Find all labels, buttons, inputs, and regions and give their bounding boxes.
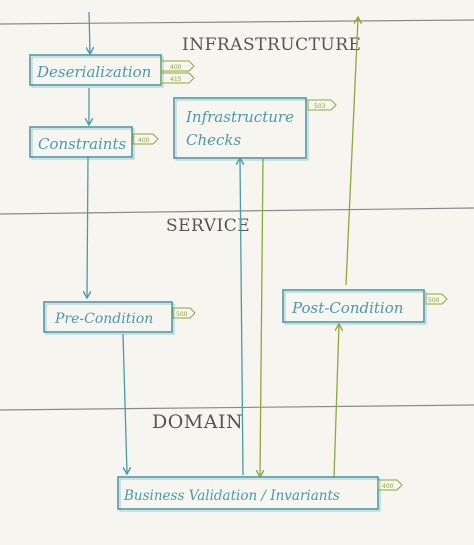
- box-business-validation: Business Validation / Invariants 400: [117, 476, 403, 512]
- arrow-business-to-postcondition: [333, 325, 339, 479]
- layer-line-middle: [0, 207, 474, 215]
- response-code-500: 500: [176, 311, 188, 318]
- box-business-validation-label: Business Validation / Invariants: [123, 488, 340, 504]
- box-infrastructure-checks-line2: Checks: [186, 131, 242, 149]
- box-pre-condition-label: Pre-Condition: [54, 311, 153, 327]
- response-code-503: 503: [314, 103, 326, 110]
- response-code-tag: 415: [160, 72, 195, 84]
- box-post-condition: Post-Condition 500: [282, 289, 448, 325]
- layer-line-top: [0, 19, 474, 25]
- box-post-condition-label: Post-Condition: [291, 299, 403, 317]
- box-pre-condition: Pre-Condition 500: [43, 301, 196, 335]
- arrow-business-to-infra-checks: [240, 159, 243, 476]
- layer-line-bottom: [0, 404, 474, 411]
- arrow-precondition-to-business: [122, 333, 127, 473]
- box-infrastructure-checks-line1: Infrastructure: [185, 108, 294, 126]
- response-code-tag: 500: [425, 293, 448, 305]
- box-infrastructure-checks: Infrastructure Checks 503: [173, 97, 337, 161]
- response-code-415: 415: [170, 76, 182, 83]
- box-deserialization: Deserialization 400 415: [29, 54, 195, 88]
- box-constraints: Constraints 400: [29, 126, 159, 160]
- response-code-400: 400: [138, 137, 150, 144]
- response-code-400: 400: [170, 64, 182, 71]
- layer-label-infrastructure: INFRASTRUCTURE: [182, 35, 361, 55]
- arrow-constraints-to-precondition: [87, 155, 88, 297]
- arrow-into-deserialization: [89, 11, 90, 53]
- response-code-400: 400: [382, 483, 394, 490]
- response-code-tag: 500: [172, 307, 196, 319]
- response-code-tag: 503: [307, 99, 337, 111]
- response-code-500: 500: [428, 297, 440, 304]
- box-deserialization-label: Deserialization: [36, 63, 151, 81]
- layer-label-service: SERVICE: [166, 216, 250, 236]
- response-code-tag: 400: [132, 133, 159, 145]
- arrow-postcondition-to-out: [345, 18, 358, 286]
- layer-label-domain: DOMAIN: [152, 411, 243, 433]
- teal-flow: [87, 11, 243, 476]
- box-constraints-label: Constraints: [38, 135, 126, 153]
- response-code-tag: 400: [377, 479, 403, 491]
- arrow-infra-checks-to-business: [260, 157, 263, 476]
- response-code-tag: 400: [160, 60, 195, 72]
- green-flow: [260, 18, 358, 478]
- layer-separators: [0, 19, 474, 411]
